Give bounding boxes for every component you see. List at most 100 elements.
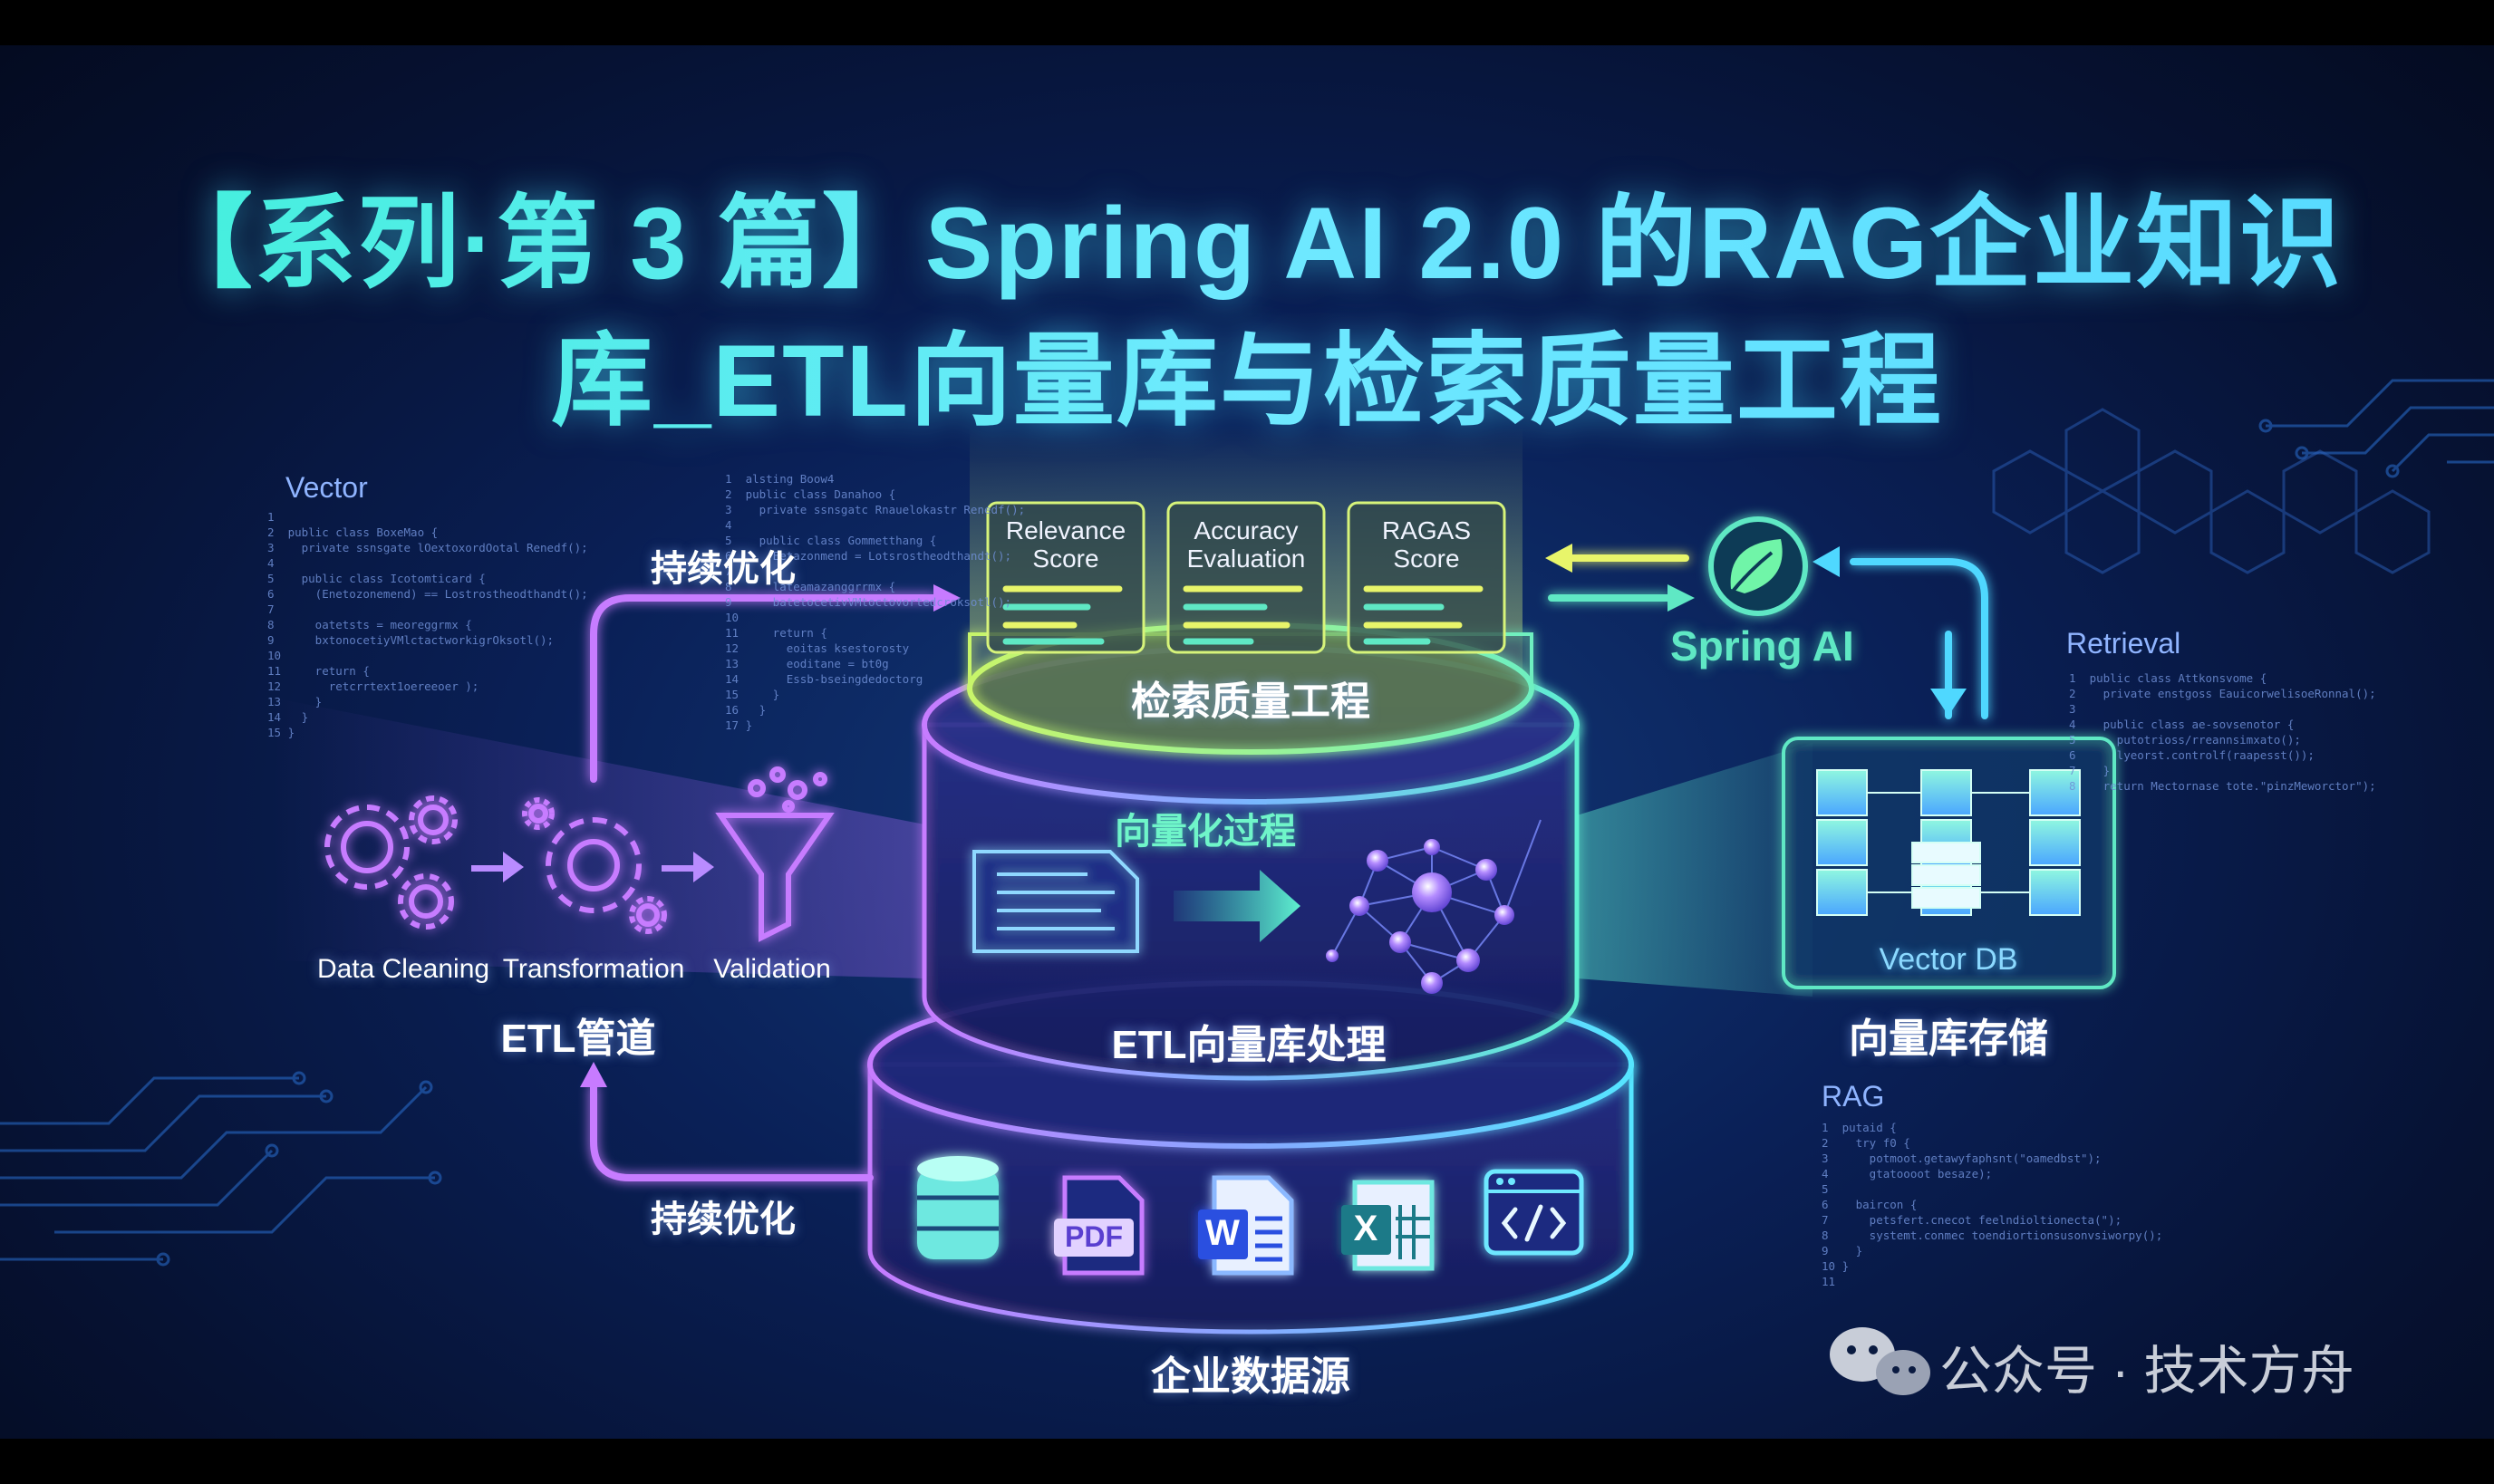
loop-bottom-arrowhead [580,1062,607,1087]
code-line: 1 putaid { [1822,1121,1897,1134]
code-line: 4 gtatoooot besaze); [1822,1167,1993,1180]
database-icon [917,1156,999,1259]
excel-icon [1341,1180,1435,1271]
code-line: 2 try f0 { [1822,1136,1910,1150]
code-line: 16 } [725,703,767,717]
excel-icon-text: X [1353,1209,1378,1248]
vectorization-arrow [1174,870,1300,942]
neural-network-icon [1326,819,1542,994]
code-heading-rag: RAG [1822,1080,1885,1113]
code-panel-rag: 1 putaid { 2 try f0 { 3 potmoot.getawyfaph… [1822,1120,2162,1289]
code-line: 17 } [725,718,753,732]
code-line: 7 petsfert.cnecot feelndioltionecta("); [1822,1213,2122,1227]
top-cylinder [967,622,1534,755]
code-heading-vector: Vector [285,471,368,504]
code-line: 13 } [267,695,323,708]
metric-cards [986,501,1506,654]
code-line: 10 [725,611,746,624]
gears-icon [324,795,458,930]
pdf-icon [1054,1175,1145,1276]
etl-pipeline-caption: ETL管道 [500,1017,656,1061]
code-line: 5 public class Icotomticard { [267,572,486,585]
code-panel-retrieval: 1 public class Attkonsvome {2 private en… [2069,670,2376,794]
transformation-gear-icon [522,797,667,934]
etl-vector-processing-caption: ETL向量库处理 [1111,1023,1387,1067]
watermark: 公众号 · 技术方舟 [1939,1342,2354,1401]
metric-card-accuracy [1166,501,1326,654]
code-line: 3 [2069,702,2090,716]
code-line: 8 oatetsts = meoreggrmx { [267,618,472,631]
code-line: 4 [725,518,746,532]
etl-step-validation: Validation [713,954,831,984]
code-line: 6 lyeorst.controlf(raapesst()); [2069,748,2315,762]
hexagon-pattern [1992,408,2431,574]
code-line: 2 public class Danahoo { [725,487,896,501]
retrieval-quality-caption: 检索质量工程 [1131,679,1370,724]
etl-step-transformation: Transformation [502,954,685,984]
etl-arrow-1 [471,852,524,882]
code-line: 6 (Enetozonemend) == Lostrostheodthandt(… [267,587,588,601]
code-window-icon [1484,1169,1584,1256]
code-line: 3 potmoot.getawyfaphsnt("oamedbst"); [1822,1152,2102,1165]
code-line: 11 [1822,1275,1842,1288]
metric-card-ragas [1347,501,1506,654]
code-line: 8 return Mectornase tote."pinzMeworctor"… [2069,779,2376,793]
metric-bars [1002,585,1484,645]
loop-top-arrowhead [933,584,961,612]
code-line: 11 return { [725,626,827,640]
letterbox-top [0,0,2494,45]
spring-ai-label: Spring AI [1670,622,1854,670]
funnel-icon [715,766,835,942]
code-line: 1 alsting Boow4 [725,472,835,486]
etl-step-data-cleaning: Data Cleaning [316,954,490,984]
loop-label-top: 持续优化 [651,549,796,589]
code-line: 7 [267,602,288,616]
circuit-lines-left [0,1071,442,1267]
code-line: 8 lateamazanggrrmx { [725,580,896,593]
code-line: 10 [267,649,288,662]
word-icon [1198,1175,1294,1276]
code-line: 6 baircon { [1822,1198,1918,1211]
code-line: 1 [267,510,288,524]
code-line: 6 Eetazonmend = Lotsrostheodthandt(); [725,549,1012,563]
code-line: 9 bxtonocetiyVMlctactworkigrOksotl(); [267,633,555,647]
code-line: 7 } [2069,764,2111,777]
code-line: 14 Essb-bseingdedoctorg [725,672,923,686]
code-line: 12 retcrrtext1oereeoer ); [267,679,479,693]
page-title-line-2: 库_ETL向量库与检索质量工程 [0,299,2494,446]
code-line: 4 [267,556,288,570]
feedback-loop-top [590,594,937,783]
code-line: 14 } [267,710,309,724]
word-icon-text: W [1205,1213,1240,1253]
right-light-cone [1577,743,1812,997]
code-line: 5 public class Gommetthang { [725,534,937,547]
circuit-lines-right [2258,379,2494,478]
code-line: 9 } [1822,1244,1863,1258]
code-heading-retrieval: Retrieval [2066,627,2181,660]
code-line: 5 [1822,1182,1842,1196]
vector-db-label: Vector DB [1879,942,2018,977]
code-line: 13 eoditane = bt0g [725,657,889,670]
code-line: 7 [725,564,746,578]
data-sources-caption: 企业数据源 [1151,1354,1350,1399]
code-line: 15 } [267,726,295,739]
code-line: 11 return { [267,664,370,678]
code-line: 1 public class Attkonsvome { [2069,671,2267,685]
vector-storage-caption: 向量库存储 [1849,1017,2048,1061]
page-title-line-1: 【系列·第 3 篇】Spring AI 2.0 的RAG企业知识 [0,161,2494,308]
code-line: 5 putotrioss/rreannsimxato(); [2069,733,2301,747]
metric-card-relevance [986,501,1146,654]
code-line: 2 public class BoxeMao { [267,525,439,539]
spring-leaf-icon [1708,516,1808,616]
code-panel-vector: 1 2 public class BoxeMao {3 private ssns… [267,509,588,740]
code-line: 8 systemt.conmec toendiortionsusonvsiwor… [1822,1229,2163,1242]
code-line: 12 eoitas ksestorosty [725,641,910,655]
vector-db-cubes [1816,769,2081,916]
vectorization-label: 向量化过程 [1115,812,1296,852]
